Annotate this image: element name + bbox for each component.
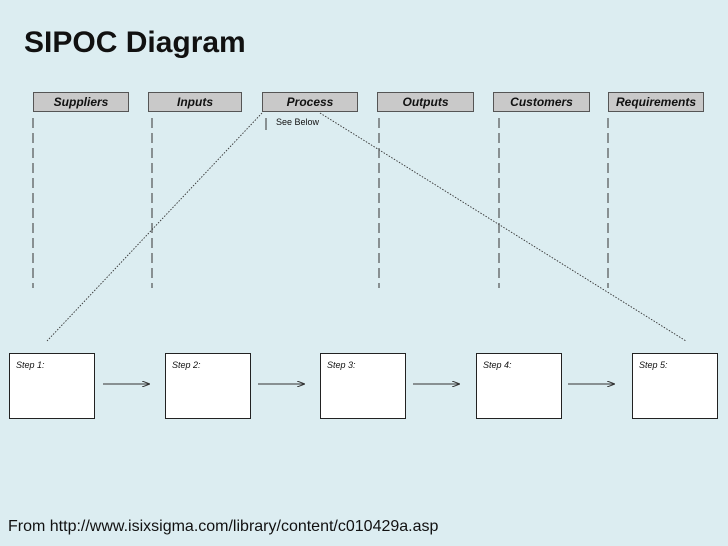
process-note: See Below (276, 117, 320, 127)
step-label: Step 3: (327, 360, 356, 370)
source-footer: From http://www.isixsigma.com/library/co… (8, 518, 439, 535)
expand-line-left (46, 112, 263, 342)
step-label: Step 2: (172, 360, 201, 370)
header-outputs: Outputs (377, 92, 474, 112)
step-label: Step 1: (16, 360, 45, 370)
step-box-1: Step 1: (9, 353, 95, 419)
header-inputs: Inputs (148, 92, 242, 112)
header-requirements: Requirements (608, 92, 704, 112)
expand-line-right (319, 112, 687, 342)
step-box-5: Step 5: (632, 353, 718, 419)
header-suppliers: Suppliers (33, 92, 129, 112)
step-box-4: Step 4: (476, 353, 562, 419)
header-customers: Customers (493, 92, 590, 112)
step-box-3: Step 3: (320, 353, 406, 419)
step-box-2: Step 2: (165, 353, 251, 419)
step-label: Step 4: (483, 360, 512, 370)
diagram-title: SIPOC Diagram (24, 26, 246, 59)
step-label: Step 5: (639, 360, 668, 370)
header-process: Process (262, 92, 358, 112)
